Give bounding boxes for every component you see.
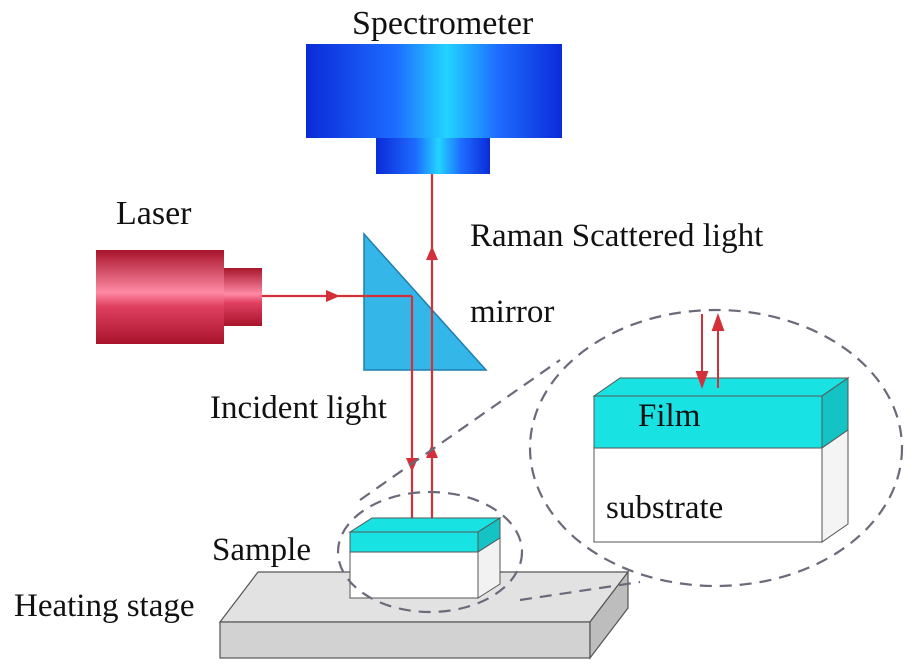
heating-stage <box>218 570 630 660</box>
stage-front <box>219 621 591 659</box>
substrate-label: substrate <box>606 490 723 526</box>
sample-label: Sample <box>212 532 311 568</box>
zoom-source-ellipse <box>336 490 524 614</box>
laser <box>96 250 262 344</box>
detail-substrate-side <box>821 429 849 543</box>
raman-arrow-up-lower <box>426 444 438 458</box>
stage-side <box>589 570 629 660</box>
incident-arrow-right <box>326 290 340 302</box>
raman-arrow-up-upper <box>426 246 438 260</box>
spectrometer-body <box>306 44 562 138</box>
spectrometer-lens <box>376 138 490 174</box>
detail-raman-arrow <box>711 313 725 331</box>
raman-label: Raman Scattered light <box>470 218 763 254</box>
zoom-detail-block <box>592 377 850 543</box>
mirror-label: mirror <box>470 294 554 330</box>
mirror-prism <box>363 232 488 371</box>
detail-incident-arrow <box>695 371 709 389</box>
heating-stage-label: Heating stage <box>14 588 195 624</box>
detail-beams <box>695 313 725 389</box>
detail-film-front <box>593 395 823 449</box>
sample-film-top <box>348 517 502 533</box>
beam-arrowheads <box>326 246 438 472</box>
zoom-connector-upper <box>359 359 561 501</box>
zoom-detail-ellipse <box>528 308 904 588</box>
sample <box>348 517 502 599</box>
detail-substrate-front <box>593 447 823 543</box>
incident-label: Incident light <box>210 390 387 426</box>
laser-nozzle <box>224 268 262 326</box>
sample-substrate-side <box>477 537 501 599</box>
laser-body <box>96 250 224 344</box>
spectrometer-label: Spectrometer <box>352 5 534 42</box>
zoom-connector-lower <box>519 580 641 602</box>
detail-film-top <box>592 377 850 397</box>
laser-label: Laser <box>116 195 192 232</box>
sample-film-front <box>349 531 479 553</box>
spectrometer <box>306 44 562 174</box>
sample-substrate-front <box>349 551 479 599</box>
film-label: Film <box>638 398 701 434</box>
zoom-callout <box>336 308 904 614</box>
